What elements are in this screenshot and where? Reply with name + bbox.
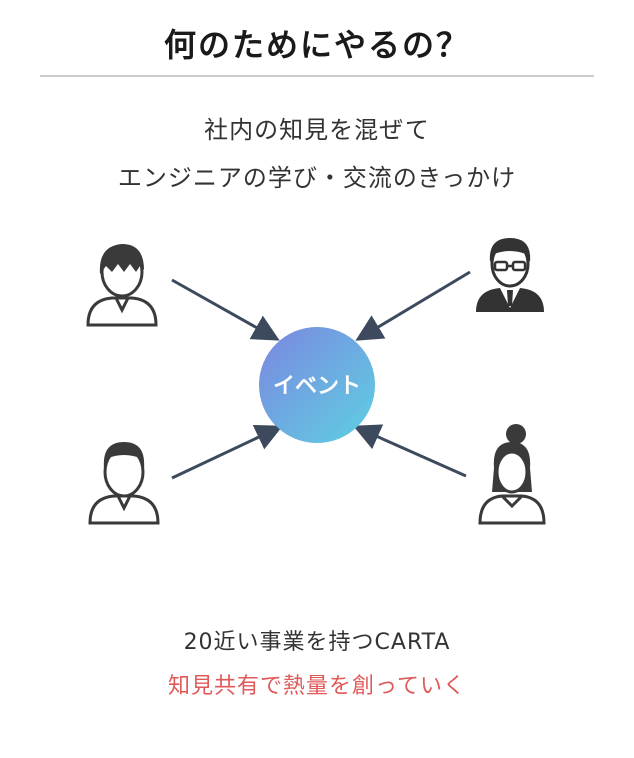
event-diagram: イベント <box>86 238 546 525</box>
event-label: イベント <box>273 374 361 399</box>
title-divider <box>40 75 594 77</box>
arrow-top-left <box>171 278 280 341</box>
arrows <box>171 270 471 480</box>
person-icon <box>88 442 160 525</box>
arrow-top-right <box>355 270 471 341</box>
event-circle <box>259 327 375 443</box>
woman-icon <box>478 424 546 525</box>
subtitle-line-1: 社内の知見を混ぜて <box>204 116 430 144</box>
page-title: 何のためにやるの？ <box>163 26 470 64</box>
subtitle-line-2: エンジニアの学び・交流のきっかけ <box>117 164 517 192</box>
businessman-glasses-icon <box>476 238 544 312</box>
arrow-bottom-right <box>353 424 467 478</box>
footer-line-2: 知見共有で熱量を創っていく <box>168 674 466 699</box>
arrow-bottom-left <box>171 425 283 480</box>
person-icon <box>86 244 158 327</box>
footer-line-1: 20近い事業を持つCARTA <box>183 630 451 655</box>
